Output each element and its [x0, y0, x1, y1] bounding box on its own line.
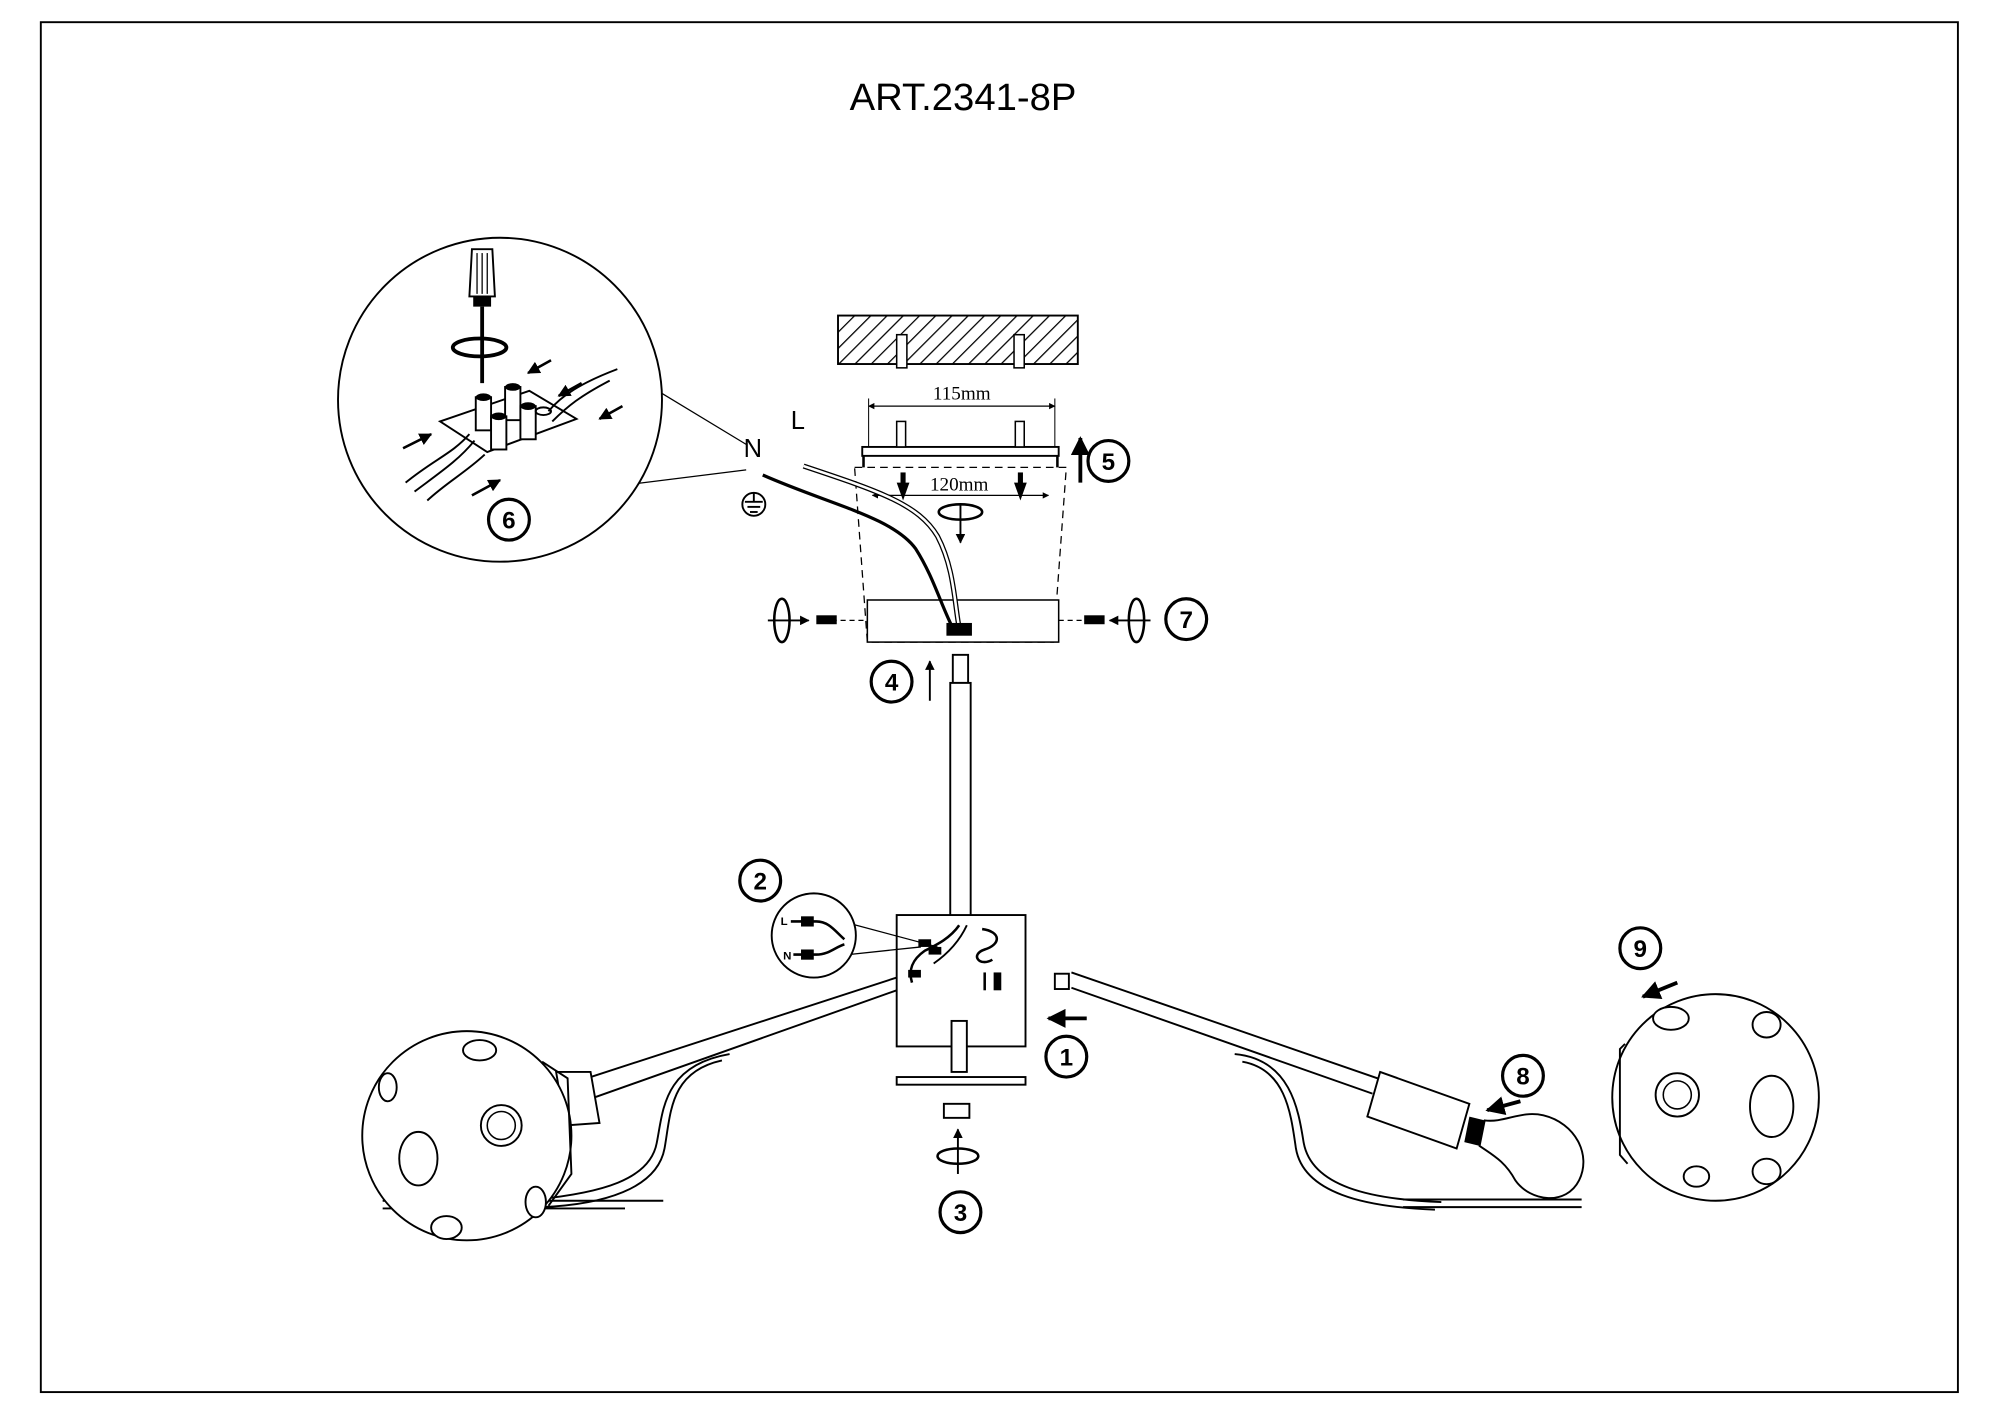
- center-hub: [895, 914, 1027, 1119]
- svg-text:7: 7: [1179, 607, 1192, 634]
- canopy: 120mm: [762, 463, 1068, 643]
- step-2-badge: 2: [738, 858, 783, 903]
- wiring-detail-inset: [337, 236, 747, 563]
- step-1-badge: 1: [1044, 1034, 1089, 1079]
- step-8-badge: 8: [1500, 1053, 1545, 1098]
- step-3-badge: 3: [938, 1190, 983, 1235]
- svg-text:8: 8: [1516, 1064, 1529, 1091]
- diagram-title: ART.2341-8P: [850, 76, 1077, 119]
- dimension-120-label: 120mm: [930, 474, 989, 495]
- step-7-badge: 7: [1164, 597, 1209, 642]
- screwdriver-icon: [450, 248, 509, 384]
- ground-icon: [741, 491, 767, 517]
- wire-connector-inset: L N: [770, 892, 938, 979]
- terminal-block-icon: [437, 383, 579, 454]
- bulb-icon: [1464, 1113, 1585, 1200]
- arrow-left-icon: [1485, 1096, 1521, 1115]
- rotate-icon: [937, 503, 984, 544]
- svg-text:9: 9: [1634, 936, 1647, 963]
- svg-text:4: 4: [885, 670, 899, 697]
- side-screw-left: [767, 597, 865, 644]
- svg-text:2: 2: [753, 869, 766, 896]
- right-arm: [1053, 971, 1582, 1211]
- svg-text:6: 6: [502, 508, 515, 535]
- step-9-badge: 9: [1618, 926, 1663, 971]
- frame-border: [39, 21, 1959, 1394]
- right-glass-shade: [1611, 993, 1820, 1202]
- side-screw-right: [1058, 597, 1151, 644]
- step-6-badge: 6: [486, 497, 531, 542]
- inset-wire-label-l: L: [781, 916, 788, 928]
- step-5-badge: 5: [1086, 438, 1131, 483]
- wire-label-l: L: [791, 407, 805, 435]
- arrow-left-icon: [1641, 980, 1679, 1000]
- wire-label-n: N: [744, 435, 762, 463]
- mounting-bracket: [861, 420, 1060, 470]
- dimension-115mm: 115mm: [867, 384, 1056, 447]
- svg-text:5: 5: [1102, 449, 1115, 476]
- svg-text:1: 1: [1060, 1045, 1073, 1072]
- step-4-badge: 4: [869, 659, 914, 704]
- dimension-115-label: 115mm: [933, 384, 991, 405]
- inset-wire-label-n: N: [783, 951, 791, 963]
- ceiling: [837, 314, 1079, 369]
- svg-text:3: 3: [954, 1200, 967, 1227]
- left-glass-shade: [361, 1030, 573, 1242]
- rotate-icon: [936, 1128, 980, 1174]
- suspension-rod: [949, 653, 972, 927]
